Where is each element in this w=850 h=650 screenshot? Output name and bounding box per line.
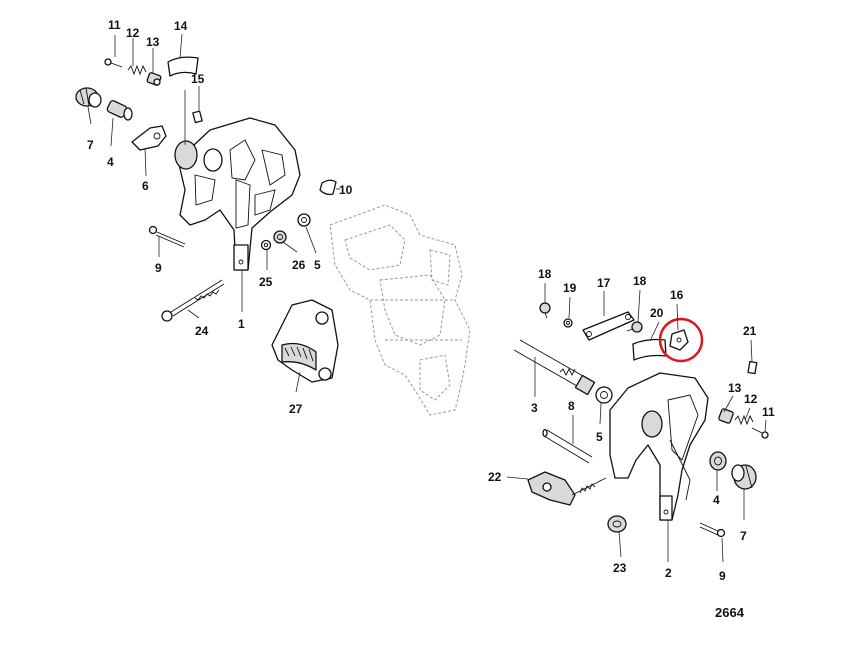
part-14-sleeve	[167, 56, 199, 77]
part-10-clip	[319, 179, 337, 196]
part-18-screw-b	[626, 321, 643, 333]
callout-22: 22	[488, 470, 502, 484]
part-23-cap	[607, 515, 627, 533]
part-4-bushing-right	[709, 451, 727, 471]
callout-11: 11	[108, 18, 121, 32]
part-12-spring-right	[734, 414, 754, 426]
part-26-nut	[273, 230, 287, 244]
callout-13-right: 13	[728, 381, 742, 395]
callout-25: 25	[259, 275, 273, 289]
part-25-washer	[260, 239, 272, 251]
figure-number: 2664	[715, 605, 745, 620]
callout-19: 19	[563, 281, 577, 295]
part-21-pin	[747, 360, 758, 375]
part-15-pin	[192, 110, 203, 124]
part-5-washer-left	[297, 213, 311, 227]
part-13-plunger-right	[718, 408, 734, 424]
part-4-bushing	[106, 100, 133, 121]
part-16-clip	[669, 329, 689, 351]
part-9-bolt-right	[699, 522, 726, 538]
part-13-plunger	[146, 72, 162, 86]
callout-11-right: 11	[762, 405, 775, 419]
part-1-clamp-bracket	[174, 117, 301, 271]
callout-5: 5	[314, 258, 321, 272]
callout-8: 8	[568, 399, 575, 413]
callout-12: 12	[126, 26, 140, 40]
callout-21: 21	[743, 324, 757, 338]
part-24-threaded-rod	[161, 279, 225, 322]
callout-6: 6	[142, 179, 149, 193]
callout-5-right: 5	[596, 430, 603, 444]
callout-7: 7	[87, 138, 94, 152]
callout-26: 26	[292, 258, 306, 272]
part-12-spring	[127, 64, 147, 76]
callout-3: 3	[531, 401, 538, 415]
callout-15: 15	[191, 72, 205, 86]
part-7-knob	[75, 87, 102, 108]
part-17-link	[582, 311, 635, 341]
callout-17: 17	[597, 276, 611, 290]
callout-18-a: 18	[538, 267, 552, 281]
callout-1: 1	[238, 317, 245, 331]
part-5-washer-right	[595, 386, 613, 404]
left-assembly	[75, 56, 339, 383]
part-11-screw	[104, 58, 123, 68]
callout-14: 14	[174, 19, 188, 33]
callout-labels: 11 12 13 14 15 7 4 6 10 9 26 5 25 24 1 2…	[87, 18, 775, 620]
callout-4-right: 4	[713, 493, 720, 507]
callout-20: 20	[650, 306, 664, 320]
part-27-tilt-lock	[271, 299, 339, 383]
callout-2: 2	[665, 566, 672, 580]
part-2-clamp-bracket	[609, 372, 709, 521]
callout-18-b: 18	[633, 274, 647, 288]
right-assembly	[513, 302, 769, 538]
callout-12-right: 12	[744, 392, 758, 406]
callout-16: 16	[670, 288, 684, 302]
callout-23: 23	[613, 561, 627, 575]
callout-9-right: 9	[719, 569, 726, 583]
callout-27: 27	[289, 402, 303, 416]
part-18-screw-a	[539, 302, 551, 319]
part-19-washer	[563, 318, 573, 328]
part-8-pin	[542, 428, 593, 464]
part-7-knob-right	[731, 464, 757, 490]
callout-13: 13	[146, 35, 160, 49]
callout-9: 9	[155, 261, 162, 275]
callout-10: 10	[339, 183, 353, 197]
ghost-swivel-housing	[329, 204, 471, 416]
callout-7-right: 7	[740, 529, 747, 543]
part-9-bolt-left	[148, 225, 186, 248]
callout-24: 24	[195, 324, 209, 338]
part-22-lever-bracket	[527, 471, 607, 506]
part-3-tilt-tube	[513, 339, 596, 396]
callout-4: 4	[107, 155, 114, 169]
leader-lines	[87, 33, 767, 563]
part-6-bracket	[131, 125, 167, 151]
highlight-circle	[658, 317, 704, 363]
